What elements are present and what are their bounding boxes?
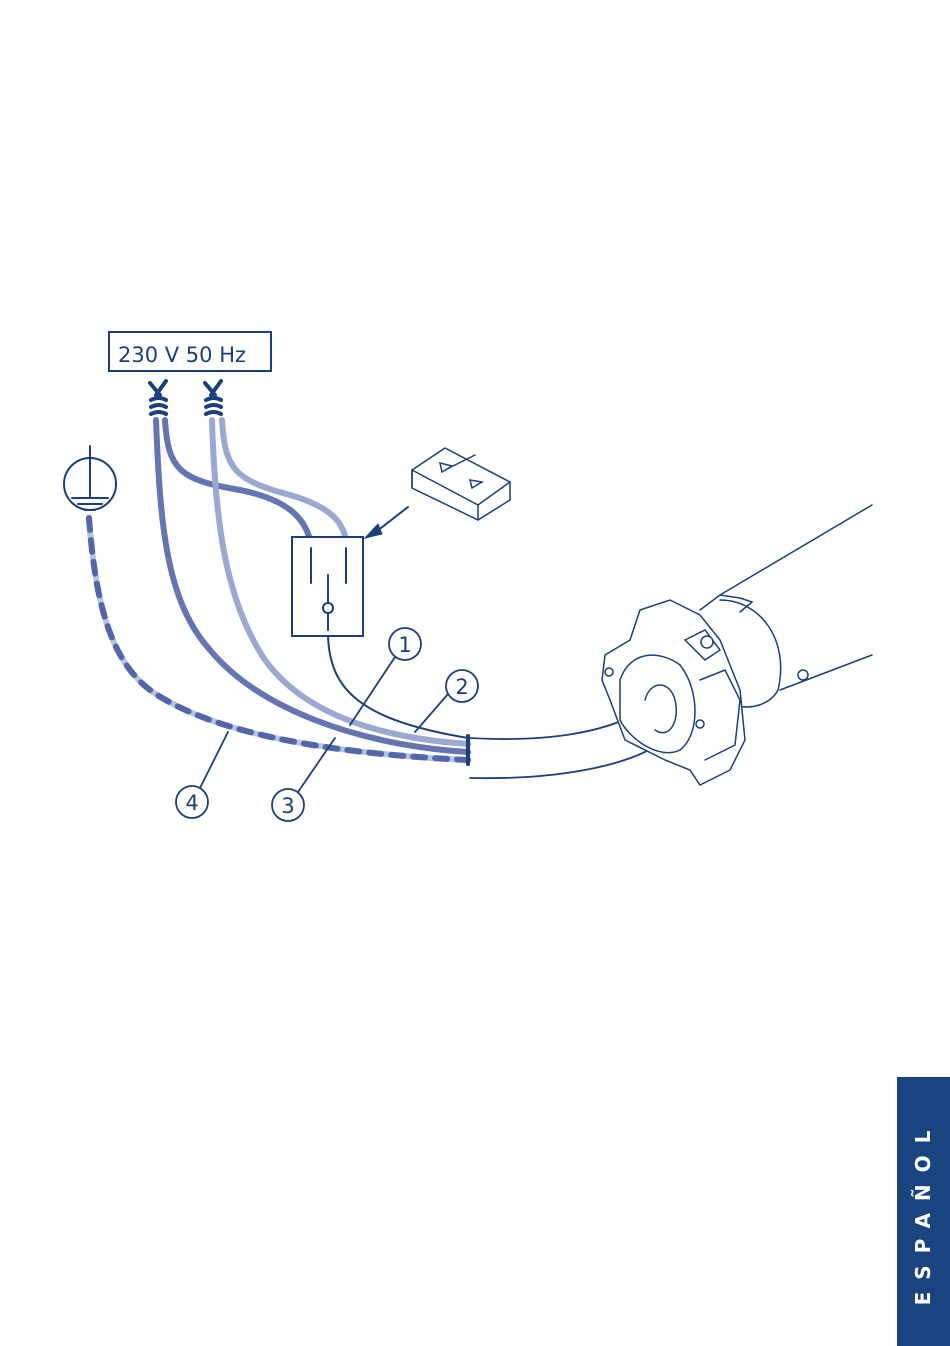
switch-wire: [327, 635, 469, 739]
callout-4-label: 4: [185, 791, 198, 815]
callout-4: [175, 785, 209, 819]
language-tab: [897, 1077, 950, 1346]
wire-earth-stripes: [86, 515, 471, 763]
tubular-motor: [601, 504, 873, 786]
rocker-switch-icon: [411, 447, 511, 521]
power-supply-label: 230 V 50 Hz: [118, 343, 246, 367]
callout-3-label: 3: [281, 794, 294, 818]
wire-brown: [153, 417, 471, 755]
wire-to-switch-b: [219, 417, 349, 543]
wire-connector-left-icon: [148, 379, 168, 416]
wire-to-switch-a: [162, 417, 313, 543]
callout-1-label: 1: [398, 633, 411, 657]
power-supply-box: [108, 331, 272, 372]
callout-2-label: 2: [455, 675, 468, 699]
callout-3: [271, 788, 305, 822]
language-tab-label: ESPAÑOL: [911, 1118, 935, 1306]
earth-ground-icon: [63, 445, 117, 511]
callout-2: [445, 669, 479, 703]
callout-1: [388, 627, 422, 661]
switch-box: [291, 536, 364, 637]
wire-blue: [209, 417, 471, 747]
wire-connector-right-icon: [203, 379, 223, 416]
